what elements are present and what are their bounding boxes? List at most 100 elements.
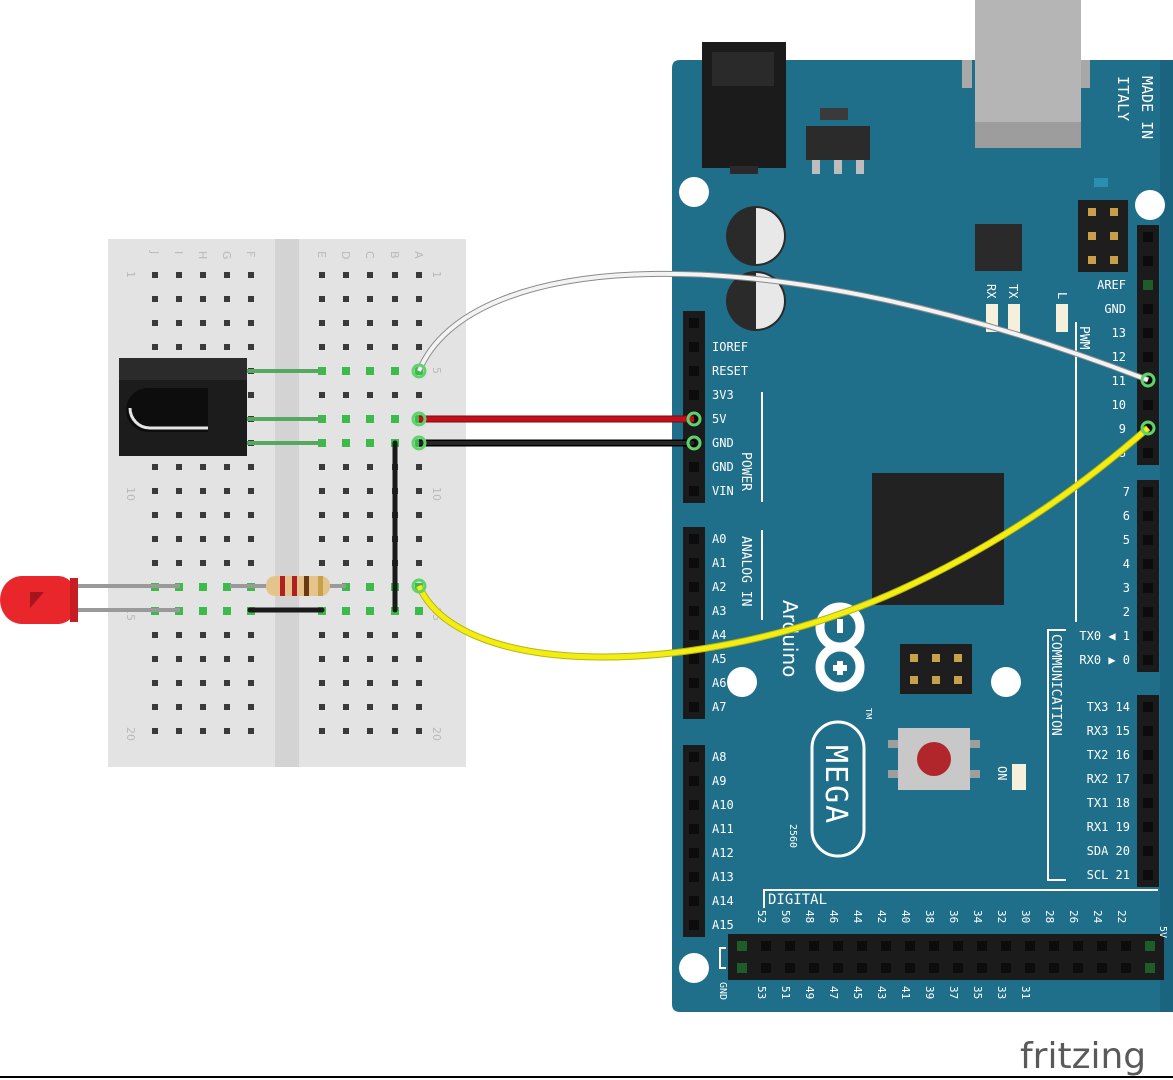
tx-led (1008, 304, 1020, 332)
breadboard-hole (367, 632, 373, 638)
breadboard-hole (200, 656, 206, 662)
pin-label: 9 (1119, 422, 1126, 436)
pin-label: SCL 21 (1087, 868, 1130, 882)
breadboard-hole (319, 560, 325, 566)
pin-label: TX2 16 (1087, 748, 1130, 762)
pin-label: 24 (1091, 910, 1104, 924)
header-pin (689, 800, 699, 810)
pin-label: 26 (1067, 910, 1080, 923)
on-label: ON (995, 766, 1009, 780)
breadboard-hole (200, 512, 206, 518)
breadboard-hole (416, 560, 422, 566)
breadboard-hole (343, 392, 349, 398)
italy-label: ITALY (1114, 76, 1132, 121)
header-pin (1143, 256, 1153, 266)
pin-label: A11 (712, 822, 734, 836)
header-pin (1143, 511, 1153, 521)
breadboard-column-letter: J (148, 250, 161, 254)
breadboard-hole (319, 320, 325, 326)
made-in-label: MADE IN (1138, 76, 1156, 139)
pin-label: TX1 18 (1087, 796, 1130, 810)
breadboard-hole (367, 320, 373, 326)
atmega2560-chip (872, 473, 1004, 605)
breadboard-hole-active (366, 367, 374, 375)
header-pin (809, 941, 819, 951)
breadboard-hole (392, 680, 398, 686)
header-pin (689, 896, 699, 906)
analog-label: ANALOG IN (738, 536, 753, 606)
double-pin-header (728, 934, 1164, 980)
header-pin (1143, 750, 1153, 760)
mounting-hole (679, 953, 709, 983)
breadboard-hole (152, 680, 158, 686)
breadboard-hole (200, 704, 206, 710)
pin-label: AREF (1097, 278, 1126, 292)
breadboard-hole (367, 512, 373, 518)
communication-label: COMMUNICATION (1048, 634, 1063, 736)
breadboard-column-letter: B (388, 251, 401, 259)
breadboard-hole (416, 632, 422, 638)
pin-label: 6 (1123, 509, 1130, 523)
pin-label: 34 (971, 910, 984, 924)
breadboard-hole (319, 344, 325, 350)
pin-label: A12 (712, 846, 734, 860)
breadboard-hole (367, 464, 373, 470)
breadboard-hole (176, 344, 182, 350)
breadboard-hole (248, 704, 254, 710)
breadboard-hole (248, 632, 254, 638)
breadboard-hole (200, 536, 206, 542)
header-pin (953, 941, 963, 951)
header-pin (1143, 631, 1153, 641)
pin-label: A7 (712, 700, 726, 714)
breadboard-hole (176, 536, 182, 542)
breadboard-hole-active (366, 583, 374, 591)
icsp-header-2 (900, 644, 972, 694)
breadboard-hole (176, 656, 182, 662)
header-pin (1143, 280, 1153, 290)
mounting-hole (679, 177, 709, 207)
pin-label: 47 (827, 986, 840, 999)
mounting-hole (727, 667, 757, 697)
breadboard-column-letter: D (339, 251, 352, 259)
breadboard-hole (224, 728, 230, 734)
pin-label: 45 (851, 986, 864, 999)
breadboard-hole (319, 272, 325, 278)
header-pin (1143, 870, 1153, 880)
arduino-logo-text: Arduino (778, 600, 802, 677)
pin-header (1137, 225, 1159, 465)
breadboard-hole (248, 728, 254, 734)
header-pin (689, 606, 699, 616)
breadboard-hole (200, 488, 206, 494)
header-pin (1145, 941, 1155, 951)
header-pin (1049, 963, 1059, 973)
pin-label: 49 (803, 986, 816, 999)
voltage-regulator (806, 126, 870, 160)
header-pin (1073, 963, 1083, 973)
breadboard-row-number: 1 (430, 271, 443, 278)
breadboard-hole (319, 632, 325, 638)
pin-label: GND (712, 436, 734, 450)
header-pin (689, 848, 699, 858)
header-pin (689, 390, 699, 400)
pin-label: A8 (712, 750, 726, 764)
breadboard-hole (343, 560, 349, 566)
header-pin (1073, 941, 1083, 951)
pin-label: 13 (1112, 326, 1126, 340)
mega-submodel: 2560 (787, 824, 798, 848)
breadboard-hole (392, 296, 398, 302)
gnd-label: GND (717, 982, 728, 1000)
breadboard-hole (343, 656, 349, 662)
header-pin (689, 776, 699, 786)
breadboard-column-letter: E (315, 251, 328, 258)
pin-label: 53 (755, 986, 768, 999)
header-pin (689, 534, 699, 544)
pin-label: 33 (995, 986, 1008, 999)
breadboard-hole (367, 680, 373, 686)
pin-label: RX3 15 (1087, 724, 1130, 738)
breadboard-hole (224, 512, 230, 518)
header-pin (1143, 376, 1153, 386)
breadboard-hole (200, 272, 206, 278)
breadboard-hole (224, 320, 230, 326)
header-pin (1143, 774, 1153, 784)
